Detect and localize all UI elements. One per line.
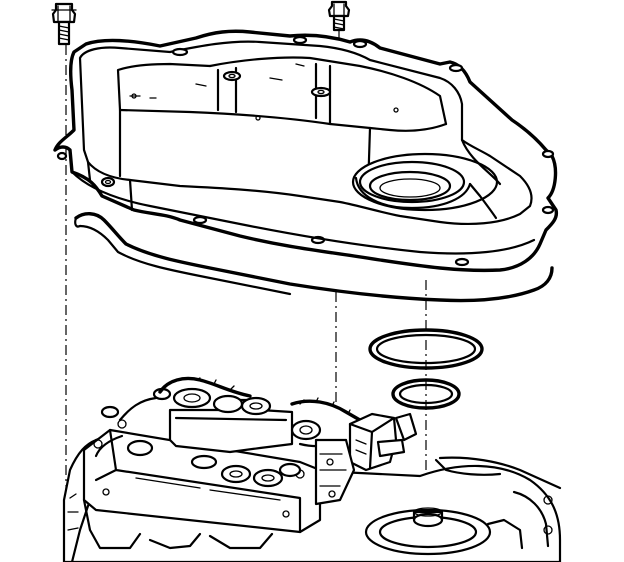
bolt-right xyxy=(327,0,351,32)
side-cover-gasket xyxy=(74,212,554,303)
side-cover xyxy=(53,29,559,273)
large-o-ring-seal xyxy=(368,328,484,370)
control-valve-body-assembly xyxy=(82,376,418,550)
bolt-left xyxy=(51,2,77,46)
small-o-ring-seal xyxy=(391,378,461,410)
